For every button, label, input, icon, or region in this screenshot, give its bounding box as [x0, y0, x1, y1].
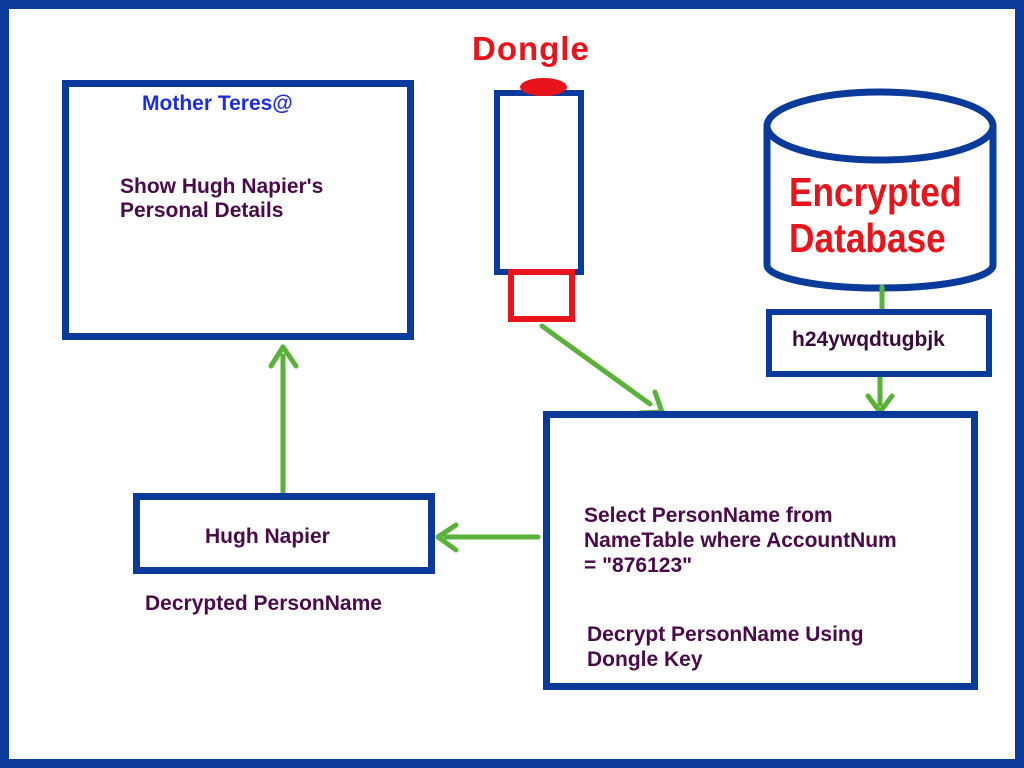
decrypted-name-caption: Decrypted PersonName — [145, 592, 382, 615]
database-label-line-1: Encrypted — [789, 169, 962, 215]
query-line-3: = "876123" — [584, 554, 693, 577]
dongle-usb-plug — [508, 269, 575, 322]
query-line-2: NameTable where AccountNum — [584, 529, 897, 552]
app-title: Mother Teres@ — [142, 92, 293, 115]
request-line-1: Show Hugh Napier's — [120, 175, 324, 198]
query-line-1: Select PersonName from — [584, 504, 833, 527]
decrypt-line-1: Decrypt PersonName Using — [587, 623, 864, 646]
arrow-dongle-to-query — [539, 323, 665, 416]
arrow-query-to-name — [435, 522, 541, 553]
query-box — [543, 411, 978, 690]
dongle-led — [520, 78, 567, 96]
decrypt-line-2: Dongle Key — [587, 648, 703, 671]
database-label-line-2: Database — [789, 215, 946, 261]
decrypted-name: Hugh Napier — [205, 525, 330, 548]
arrow-name-to-window — [268, 344, 299, 496]
encrypted-value: h24ywqdtugbjk — [792, 328, 945, 351]
request-line-2: Personal Details — [120, 199, 284, 222]
dongle-label: Dongle — [472, 30, 590, 67]
decrypted-name-box — [133, 493, 435, 574]
arrow-cipher-to-query — [865, 374, 895, 415]
application-window — [62, 80, 414, 340]
encrypted-value-box — [766, 309, 992, 377]
